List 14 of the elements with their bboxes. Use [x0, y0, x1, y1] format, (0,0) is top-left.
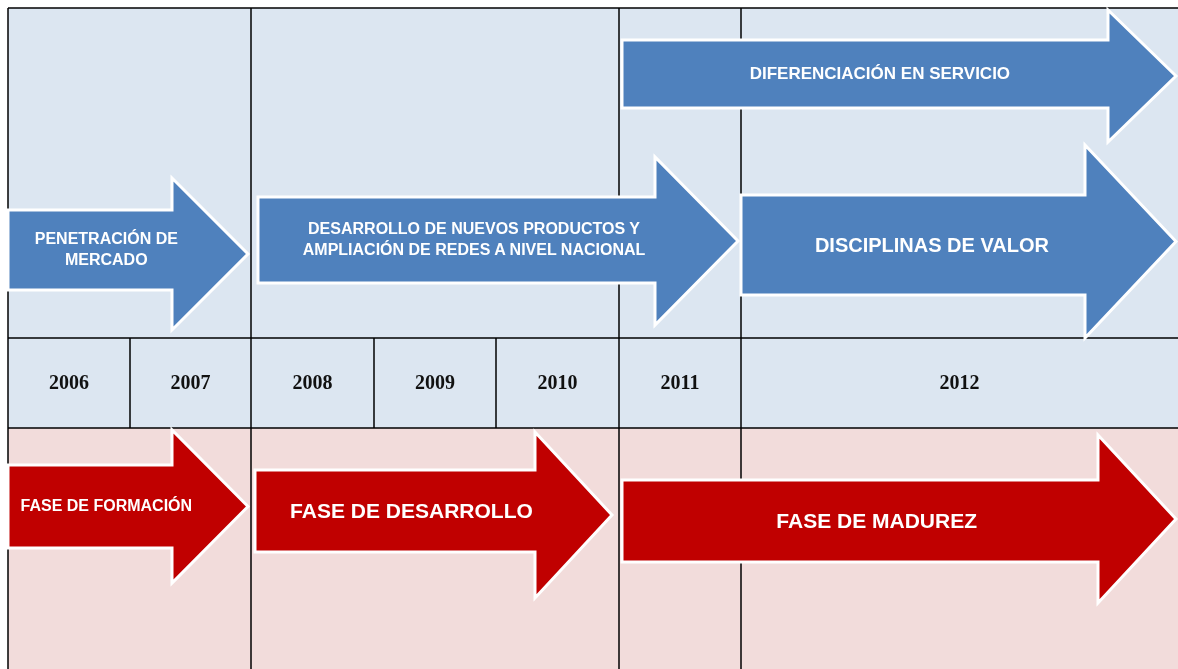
year-label: 2008	[292, 371, 333, 394]
banner-label: DIFERENCIACIÓN EN SERVICIO	[749, 62, 1011, 85]
banner-label: FASE DE DESARROLLO	[290, 498, 533, 525]
year-label: 2012	[939, 371, 980, 394]
year-label: 2009	[415, 371, 455, 394]
banner-label: FASE DE FORMACIÓN	[20, 496, 193, 517]
year-label: 2011	[660, 371, 700, 394]
banner-label: DISCIPLINAS DE VALOR	[814, 233, 1049, 258]
banner-label: DESARROLLO DE NUEVOS PRODUCTOS Y AMPLIACIÓN DE REDES A NIVEL NACIONAL	[301, 219, 647, 260]
year-label: 2010	[537, 371, 578, 394]
year-label: 2007	[170, 371, 211, 394]
banner-label: PENETRACIÓN DE MERCADO	[33, 229, 179, 270]
year-label: 2006	[49, 371, 89, 394]
banner-label: FASE DE MADUREZ	[776, 508, 977, 535]
